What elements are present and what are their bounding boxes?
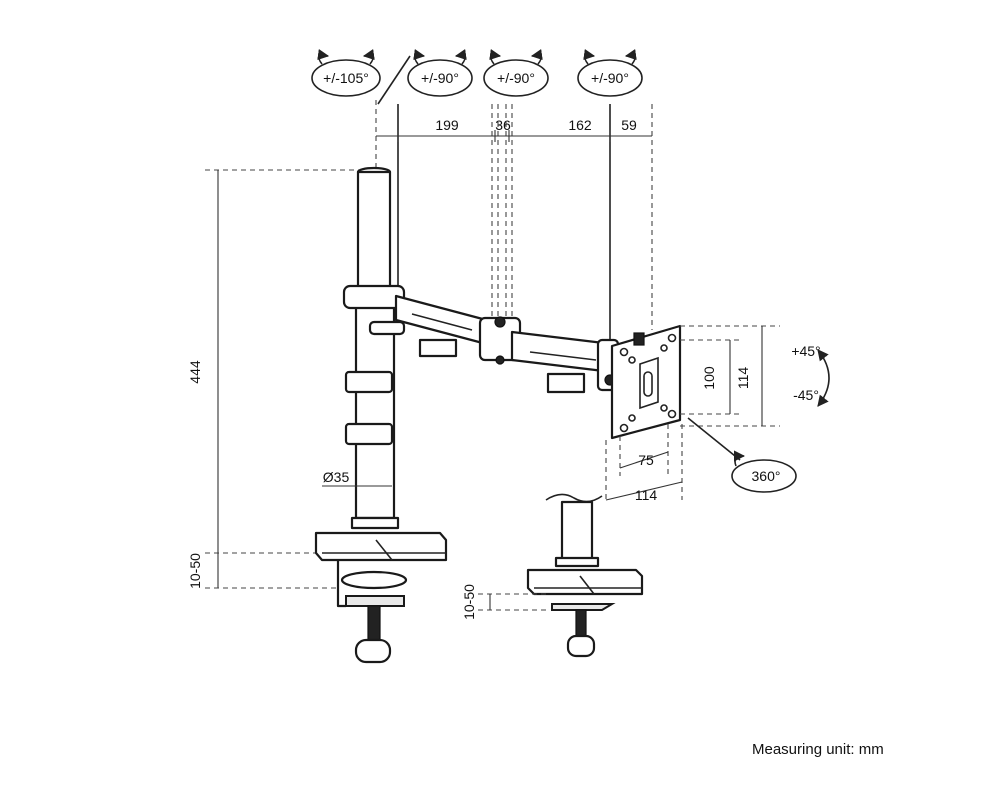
angled-divider xyxy=(377,55,411,105)
horizontal-dimension-line: 199 36 162 59 xyxy=(376,117,652,142)
desk-thickness-right-dimension: 10-50 xyxy=(461,584,548,620)
rotation-label-joint-2: +/-90° xyxy=(497,70,535,86)
rotation-badge-pole: +/-105° xyxy=(311,49,381,97)
dimension-444: 444 xyxy=(187,360,203,384)
right-pole-assembly xyxy=(526,493,644,658)
tilt-indicator: +45° -45° xyxy=(791,343,830,407)
dimension-59: 59 xyxy=(621,117,637,133)
dimension-36: 36 xyxy=(495,117,511,133)
measuring-unit-note: Measuring unit: mm xyxy=(752,741,884,758)
vesa-height-114: 114 xyxy=(735,367,751,390)
desk-thickness-left-dimension: 10-50 xyxy=(187,553,340,589)
rotation-badge-joint-2: +/-90° xyxy=(483,49,549,97)
rotation-badge-head: +/-90° xyxy=(577,49,643,97)
rotation-label-head: +/-90° xyxy=(591,70,629,86)
pole-diameter-label: Ø35 xyxy=(323,469,350,485)
vesa-horizontal-dimensions: 75 114 xyxy=(605,424,683,503)
rotation-badge-joint-1: +/-90° xyxy=(407,49,473,97)
tilt-up-label: +45° xyxy=(791,343,820,359)
pole-height-dimension: 444 xyxy=(187,169,372,554)
arm-assembly xyxy=(342,284,620,394)
dimension-199: 199 xyxy=(435,117,459,133)
rotation-360-badge: 360° xyxy=(687,417,797,493)
dimension-desk-right: 10-50 xyxy=(461,584,477,620)
vesa-width-75: 75 xyxy=(638,452,654,468)
rotation-label-joint-1: +/-90° xyxy=(421,70,459,86)
vesa-vertical-dimensions: 100 114 xyxy=(680,325,780,427)
vesa-height-100: 100 xyxy=(701,366,717,390)
vesa-plate xyxy=(610,324,682,440)
dimension-162: 162 xyxy=(568,117,592,133)
rotation-360-label: 360° xyxy=(752,468,781,484)
tilt-down-label: -45° xyxy=(793,387,819,403)
rotation-label-pole: +/-105° xyxy=(323,70,369,86)
vesa-width-114: 114 xyxy=(635,487,658,503)
dimension-desk-left: 10-50 xyxy=(187,553,203,589)
